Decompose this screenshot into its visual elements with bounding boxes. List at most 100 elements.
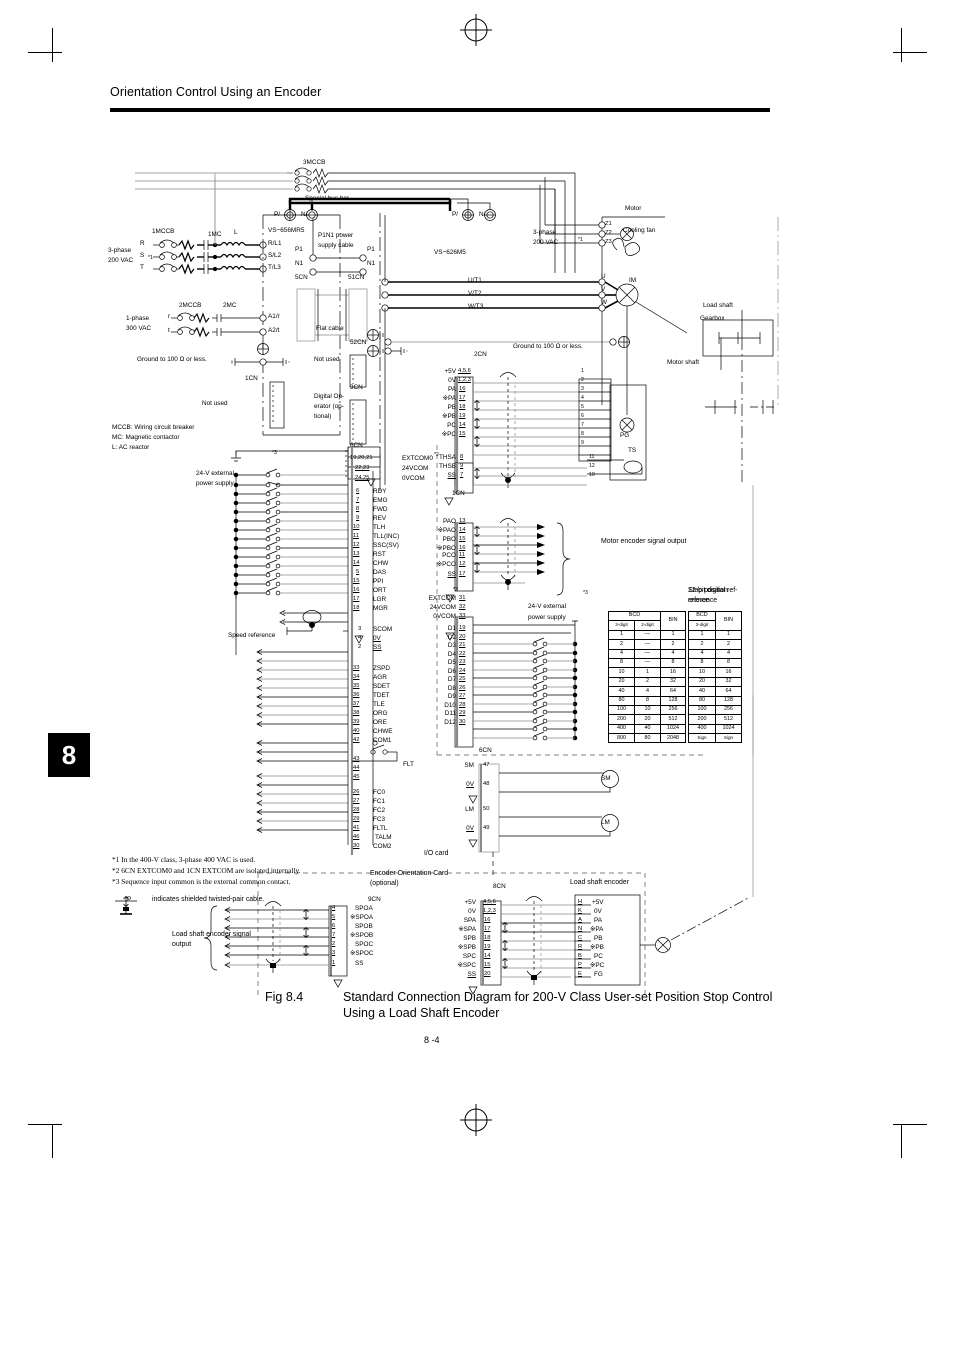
pin-2cn-4: 18 [459,404,466,410]
pg-pin-7: 7 [581,422,584,428]
ctrl-phase-t: t [168,327,170,334]
sig-2cn-7: ※PC [441,431,456,438]
sig-8cn-1: 0V [468,908,476,915]
digital-ext-supply-line2: power supply [528,614,566,621]
pin-d7: 25 [459,676,466,682]
sig-6cn-ss: SS [373,644,382,651]
pin-ths-0: 8 [460,454,464,460]
registration-mark-bottom [460,1104,492,1136]
pin-2cn-6: 14 [459,422,466,428]
pin-9cn-1: 5 [332,914,336,920]
sig-d11: D11 [444,710,456,717]
sig-6cn-in-6: SSC(SV) [373,542,399,549]
sig-9cn-0: SPOA [355,905,373,912]
pin-ths-2: 7 [460,472,464,478]
pin-pao-2: 15 [459,536,466,542]
pg-pin-6: 6 [581,413,584,419]
sp-r4c0: 10 [688,667,716,678]
sig-lse-6: PC [594,953,603,960]
pin-6cn-0v: 4 [358,635,362,641]
pin-pao-0: 13 [459,518,466,524]
sig-6cn-0v: 0V [373,635,381,642]
sig-9cn-4: SPOC [355,941,374,948]
inverter-out-vt2: V/T2 [468,290,482,297]
pin-6cn-out-4: 37 [353,701,360,707]
pin-d12: 30 [459,719,466,725]
pin-6cn-in-7: 13 [353,551,360,557]
sig-6cn-in-11: ORT [373,587,387,594]
sig-lse-5: ※PB [590,944,604,951]
dr-r1c2: 2 [659,639,687,650]
pin-pao-6: 17 [459,571,466,577]
motor-term-w: W [601,299,608,306]
pin-6cn-out-1: 34 [353,674,360,680]
pin-6cn-ss: 2 [358,644,362,650]
legend-mccb: MCCB: Wiring circuit breaker [112,424,195,431]
dr-r3c2: 8 [659,657,687,669]
cooling-fan-label: Cooling fan [623,227,656,234]
sig-9cn-2: SPOB [355,923,373,930]
orientation-card-title-1: Encoder Orientation Card [370,870,449,877]
pin-6cn-out-0: 33 [353,665,360,671]
digital-footnote-ref: *2 [453,587,458,593]
sig-6cn-extcom0: EXTCOM0 [402,455,433,462]
far-ths-0: 11 [589,454,595,460]
sig-6cn-fc-4: FLTL [373,825,388,832]
pin-6cn-out-6: 39 [353,719,360,725]
converter-model: VS−656MR5 [268,227,305,234]
ext-supply-6cn-line2: power supply [196,480,234,487]
meter-sm-label: SM [601,775,611,782]
sig-lse-1: 0V [594,908,602,915]
p1n1-cable-label-2: supply cable [318,242,354,249]
ground-note-inverter: Ground to 100 Ω or less. [513,343,583,350]
pin-d10: 28 [459,702,466,708]
pg-pin-4: 4 [581,395,584,401]
footnote-1: *1 In the 400-V class, 3-phase 400 VAC i… [112,855,256,864]
pg-pin-3: 3 [581,386,584,392]
pin-2cn-2: 16 [459,386,466,392]
sp-r4c1: 16 [715,667,742,678]
label-2mc: 2MC [223,302,237,309]
fan-supply-footnote-ref: *1 [578,237,583,243]
crop-mark-br-h [893,1124,927,1125]
sig-d12: D12 [444,719,456,726]
motor-shaft-label: Motor shaft [667,359,699,366]
sp-r10c1: 1024 [715,723,742,735]
crop-mark-br-v [901,1124,902,1158]
sig-8cn-8: SS [467,971,476,978]
sig-d3: D3 [447,642,456,649]
conn-52cn-label: 52CN [350,339,367,346]
sig-d4: D4 [447,651,456,658]
dr-r7c2: 128 [659,695,687,706]
dr-r8c1: 10 [633,704,661,716]
sig-6cn-fc-1: FC1 [373,798,386,805]
label-2mccb: 2MCCB [179,302,202,309]
dr-r7c0: 80 [608,695,635,706]
sig-d5: D5 [447,659,456,666]
sig-0vcom: 0VCOM [433,613,456,620]
sp-r3c0: 8 [688,657,716,669]
sig-pao-3: ※PBO [437,545,456,552]
sig-2cn-0: +5V [444,368,456,375]
sig-6cn-lm-0v: 0V [466,825,474,832]
crop-mark-tl-h [28,52,62,53]
pin-2cn-3: 17 [459,395,466,401]
load-shaft-label: Load shaft [703,302,733,309]
pin-6cn-in-2: 8 [356,506,360,512]
dr-r9c2: 512 [659,714,687,725]
sig-2cn-2: PA [447,386,456,393]
legend-l: L: AC reactor [112,444,150,451]
sig-6cn-in-1: EMG [373,497,388,504]
pin-8cn-2: 16 [484,917,491,923]
sig-9cn-5: ※SPOC [350,950,374,957]
pin-24vcom: 32 [459,604,466,610]
pin-d2: 20 [459,634,466,640]
digital-ref-col-2digit: 2-digit [633,620,661,631]
converter-p1: P1 [295,246,303,253]
sig-lse-3: ※PA [590,926,604,933]
sig-6cn-in-3: REV [373,515,387,522]
pin-6cn-in-3: 9 [356,515,360,521]
dr-r6c2: 64 [659,686,687,697]
supply-1phase-voltage: 300 VAC [126,325,152,332]
